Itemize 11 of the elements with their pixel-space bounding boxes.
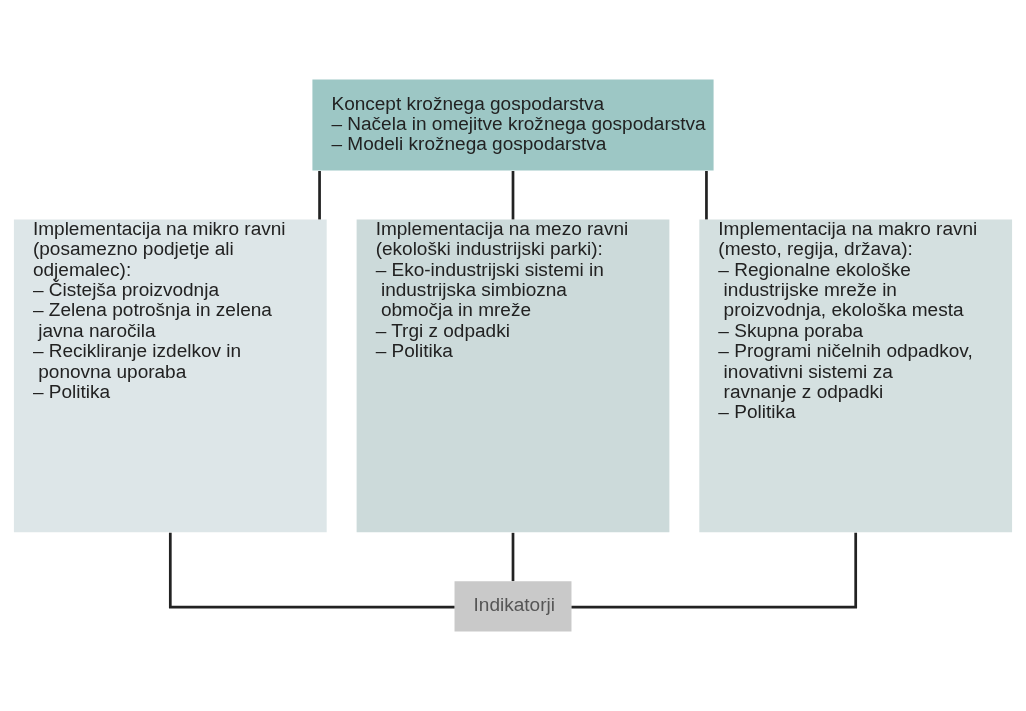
node-box: Indikatorji <box>454 581 572 632</box>
connector <box>168 532 455 609</box>
node-box: Implementacija na makro ravni (mesto, regija, država): – Regionalne ekološke industrijske mreže in proizvodnja, ekološka mesta – Skupna poraba – Programi ničelnih odpadkov, inovativni sistemi za ravnanje z odpadki – Politika <box>699 219 1013 533</box>
connector <box>511 532 515 582</box>
connector <box>705 171 708 220</box>
connector <box>511 171 515 220</box>
node-box: Implementacija na mikro ravni (posamezno podjetje ali odjemalec): – Čistejša proizvodnja – Zelena potrošnja in zelena javna naročila – Recikliranje izdelkov in ponovna uporaba – Politika <box>13 219 327 533</box>
connector <box>318 171 321 220</box>
node-box: Koncept krožnega gospodarstva – Načela in omejitve krožnega gospodarstva – Modeli krožnega gospodarstva <box>312 79 714 171</box>
connector <box>571 532 858 609</box>
node-box: Implementacija na mezo ravni (ekološki industrijski parki): – Eko-industrijski sistemi in industrijska simbiozna območja in mreže – Trgi z odpadki – Politika <box>356 219 670 533</box>
